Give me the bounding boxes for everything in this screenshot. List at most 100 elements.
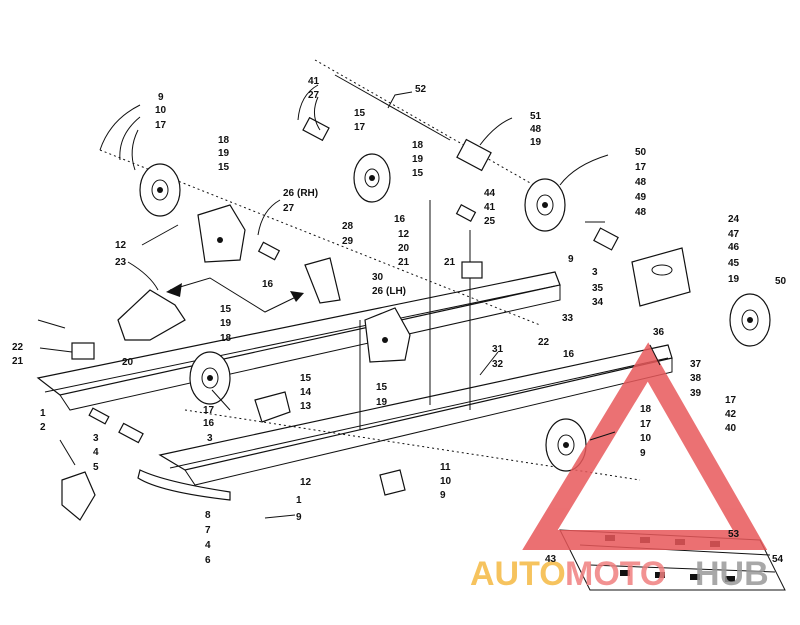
callout-label: 42 (725, 409, 737, 420)
watermark-text-moto: MOTO (565, 555, 666, 593)
callout-label: 46 (728, 242, 740, 253)
callout-label: 10 (155, 105, 167, 116)
axle-block (254, 391, 291, 423)
idler-wheel (189, 351, 231, 405)
callout-label: 3 (207, 433, 213, 444)
callout-label: 25 (484, 216, 496, 227)
callout-label: 15 (300, 373, 312, 384)
callout-label: 12 (398, 229, 410, 240)
callout-label: 41 (484, 202, 496, 213)
callout-label: 17 (203, 405, 215, 416)
callout-label: 15 (218, 162, 230, 173)
callout-label: 16 (563, 349, 575, 360)
callout-label: 19 (376, 397, 388, 408)
callout-label: 40 (725, 423, 737, 434)
callout-label: 17 (725, 395, 737, 406)
callout-label: 16 (203, 418, 215, 429)
mounting-block (379, 469, 406, 496)
callout-label: 21 (12, 356, 24, 367)
callout-label: (RH) (297, 188, 318, 199)
front-block (61, 471, 96, 521)
callout-label: 16 (262, 279, 274, 290)
callout-label: 49 (635, 192, 647, 203)
callout-label: 5 (93, 462, 99, 473)
front-curved-runner (137, 469, 231, 501)
callout-label: 21 (398, 257, 410, 268)
callout-label: 45 (728, 258, 740, 269)
direction-arrow (166, 277, 304, 313)
callout-label: 15 (220, 304, 232, 315)
callout-label: 43 (545, 554, 557, 565)
callout-label: 7 (205, 525, 211, 536)
callout-label: 9 (440, 490, 446, 501)
callout-label: 10 (640, 433, 652, 444)
rear-axle-shaft (334, 74, 451, 141)
callout-label: 19 (728, 274, 740, 285)
rear-idler-wheel (729, 293, 771, 347)
callout-label: 31 (492, 344, 504, 355)
callout-label: 14 (300, 387, 312, 398)
callout-label: 8 (205, 510, 211, 521)
callout-label: 28 (342, 221, 354, 232)
callout-label: 27 (308, 90, 320, 101)
callout-label: 52 (415, 84, 427, 95)
callout-label: 9 (158, 92, 164, 103)
callout-label: 44 (484, 188, 496, 199)
callout-label: 9 (640, 448, 646, 459)
callout-label: 15 (354, 108, 366, 119)
rh-mounting-bracket (197, 204, 246, 263)
callout-label: 26 (372, 286, 384, 297)
callout-label: 18 (218, 135, 230, 146)
callout-label: 18 (412, 140, 424, 151)
callout-label: 33 (562, 313, 574, 324)
callout-label: 9 (296, 512, 302, 523)
callout-label: 3 (592, 267, 598, 278)
watermark-text-hub: HUB (695, 555, 769, 593)
callout-label: 1 (40, 408, 46, 419)
callout-label: 3 (93, 433, 99, 444)
idler-wheel (353, 153, 391, 203)
callout-label: 26 (283, 188, 295, 199)
callout-label: 50 (635, 147, 647, 158)
callout-label: 51 (530, 111, 542, 122)
callout-label: 18 (220, 333, 232, 344)
callout-label: 22 (12, 342, 24, 353)
callout-label: 1 (296, 495, 302, 506)
callout-label: 12 (115, 240, 127, 251)
callout-label: 17 (354, 122, 366, 133)
callout-label: 19 (220, 318, 232, 329)
callout-label: 24 (728, 214, 740, 225)
arm-link (304, 257, 341, 304)
callout-label: 12 (300, 477, 312, 488)
callout-label: 54 (772, 554, 784, 565)
callout-label: 36 (653, 327, 665, 338)
lh-mounting-bracket (364, 307, 411, 363)
callout-label: 27 (283, 203, 295, 214)
callout-label: 17 (640, 419, 652, 430)
callout-label: 23 (115, 257, 127, 268)
callout-label: 35 (592, 283, 604, 294)
watermark-text-auto: AUTO (470, 555, 566, 593)
callout-label: 10 (440, 476, 452, 487)
rear-plate-bracket (631, 247, 691, 307)
callout-label: 13 (300, 401, 312, 412)
callout-label: 17 (635, 162, 647, 173)
callout-label: 50 (775, 276, 787, 287)
callout-label: 17 (155, 120, 167, 131)
watermark-logo: AUTO MOTO HUB (470, 342, 769, 593)
callout-label: 22 (538, 337, 550, 348)
callout-label: 53 (728, 529, 740, 540)
callout-label: 16 (394, 214, 406, 225)
idler-wheel (545, 418, 587, 472)
callout-label: 9 (568, 254, 574, 265)
callout-label: 15 (376, 382, 388, 393)
callout-label: 38 (690, 373, 702, 384)
callout-label: 48 (635, 177, 647, 188)
callout-label: 19 (218, 148, 230, 159)
callout-label: 20 (398, 243, 410, 254)
leader-lines (37, 84, 661, 519)
callout-label: 48 (635, 207, 647, 218)
right-slide-rail (158, 344, 673, 486)
callout-label: 29 (342, 236, 354, 247)
callout-label: 15 (412, 168, 424, 179)
